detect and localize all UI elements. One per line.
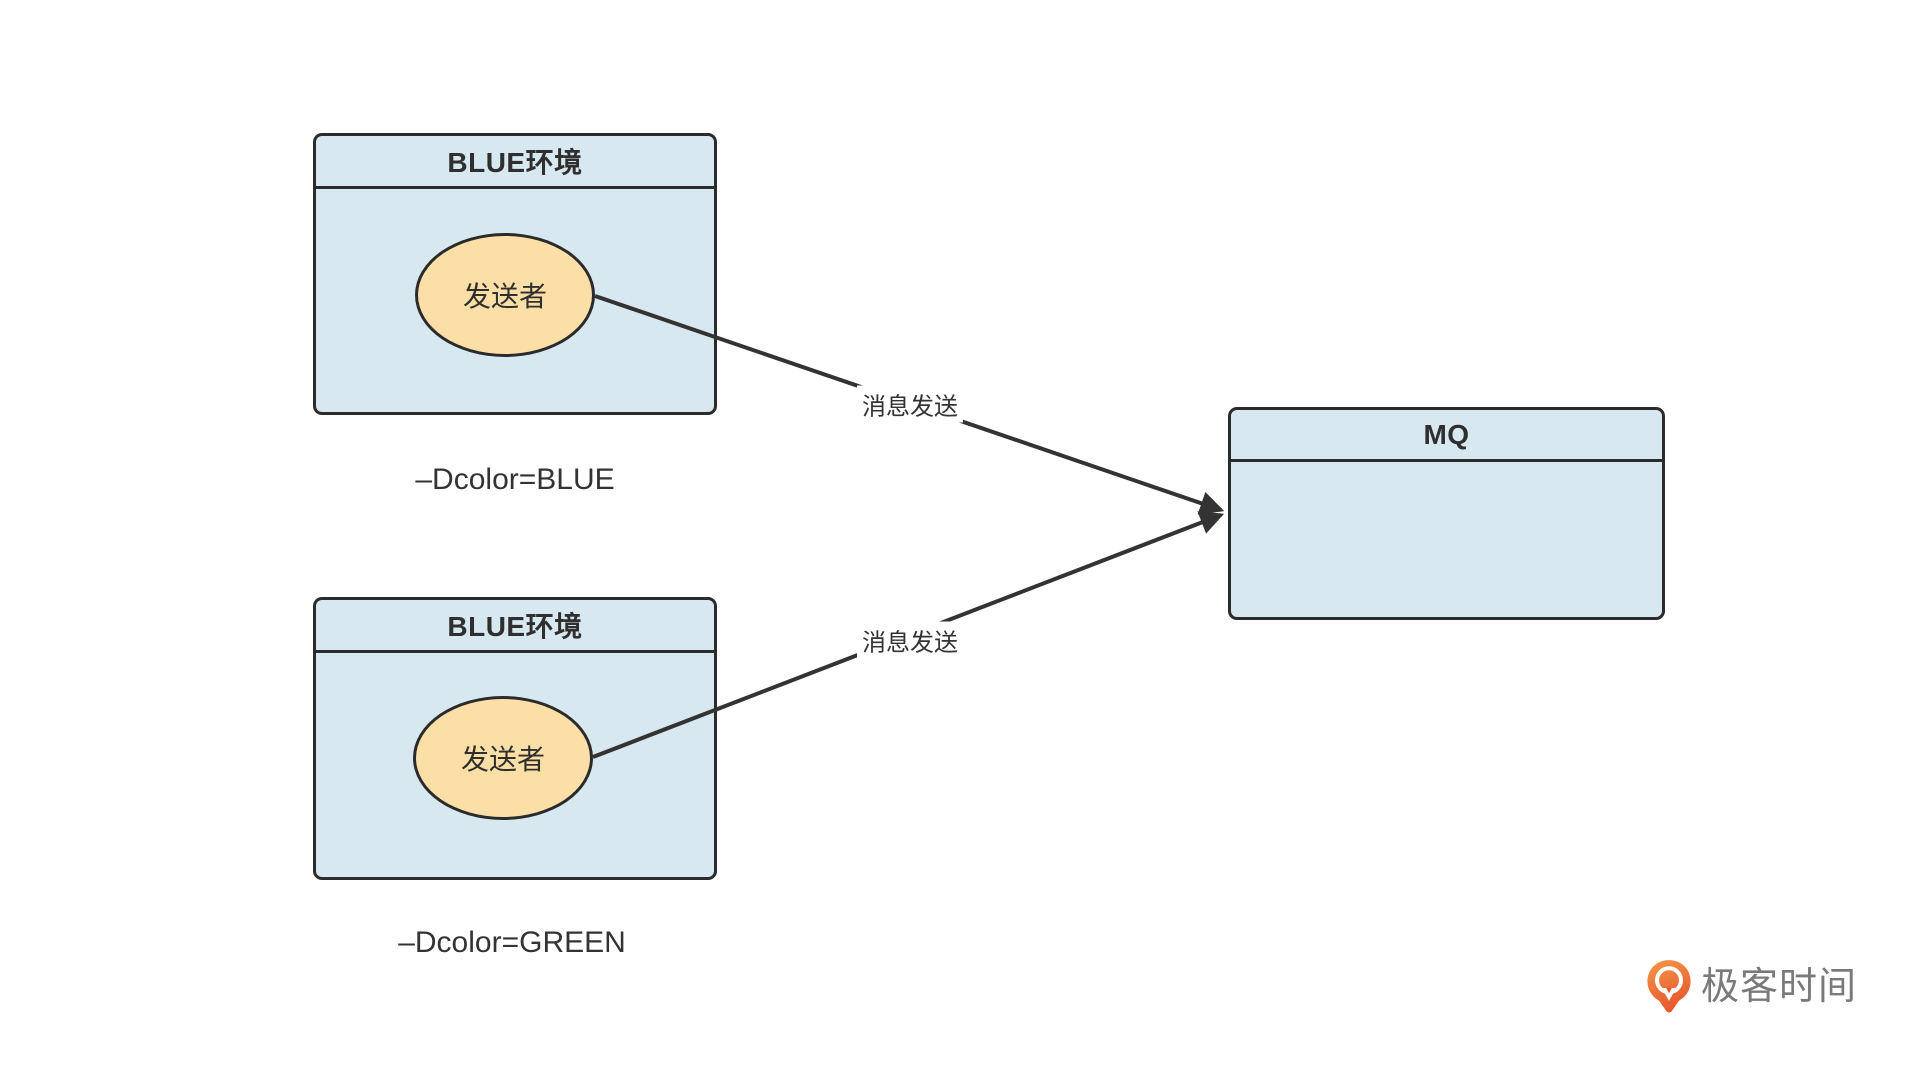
env-box-blue-title: BLUE环境 bbox=[316, 136, 714, 189]
env-box-green-caption: –Dcolor=GREEN bbox=[398, 926, 626, 959]
sender-node-blue: 发送者 bbox=[415, 233, 595, 357]
sender-node-green-label: 发送者 bbox=[460, 744, 545, 775]
mq-box: MQ bbox=[1228, 407, 1665, 620]
arrow-blue-label: 消息发送 bbox=[857, 385, 963, 423]
sender-node-green: 发送者 bbox=[413, 696, 593, 820]
env-box-blue-caption: –Dcolor=BLUE bbox=[415, 463, 615, 496]
env-box-green-title: BLUE环境 bbox=[316, 600, 714, 653]
arrow-green-label: 消息发送 bbox=[857, 621, 963, 659]
env-box-blue: BLUE环境 bbox=[313, 133, 717, 415]
geektime-pin-icon bbox=[1647, 960, 1691, 1013]
mq-box-title: MQ bbox=[1231, 410, 1662, 462]
sender-node-blue-label: 发送者 bbox=[462, 281, 547, 312]
geektime-logo-text: 极客时间 bbox=[1701, 965, 1858, 1008]
geektime-logo: 极客时间 bbox=[1646, 958, 1857, 1015]
